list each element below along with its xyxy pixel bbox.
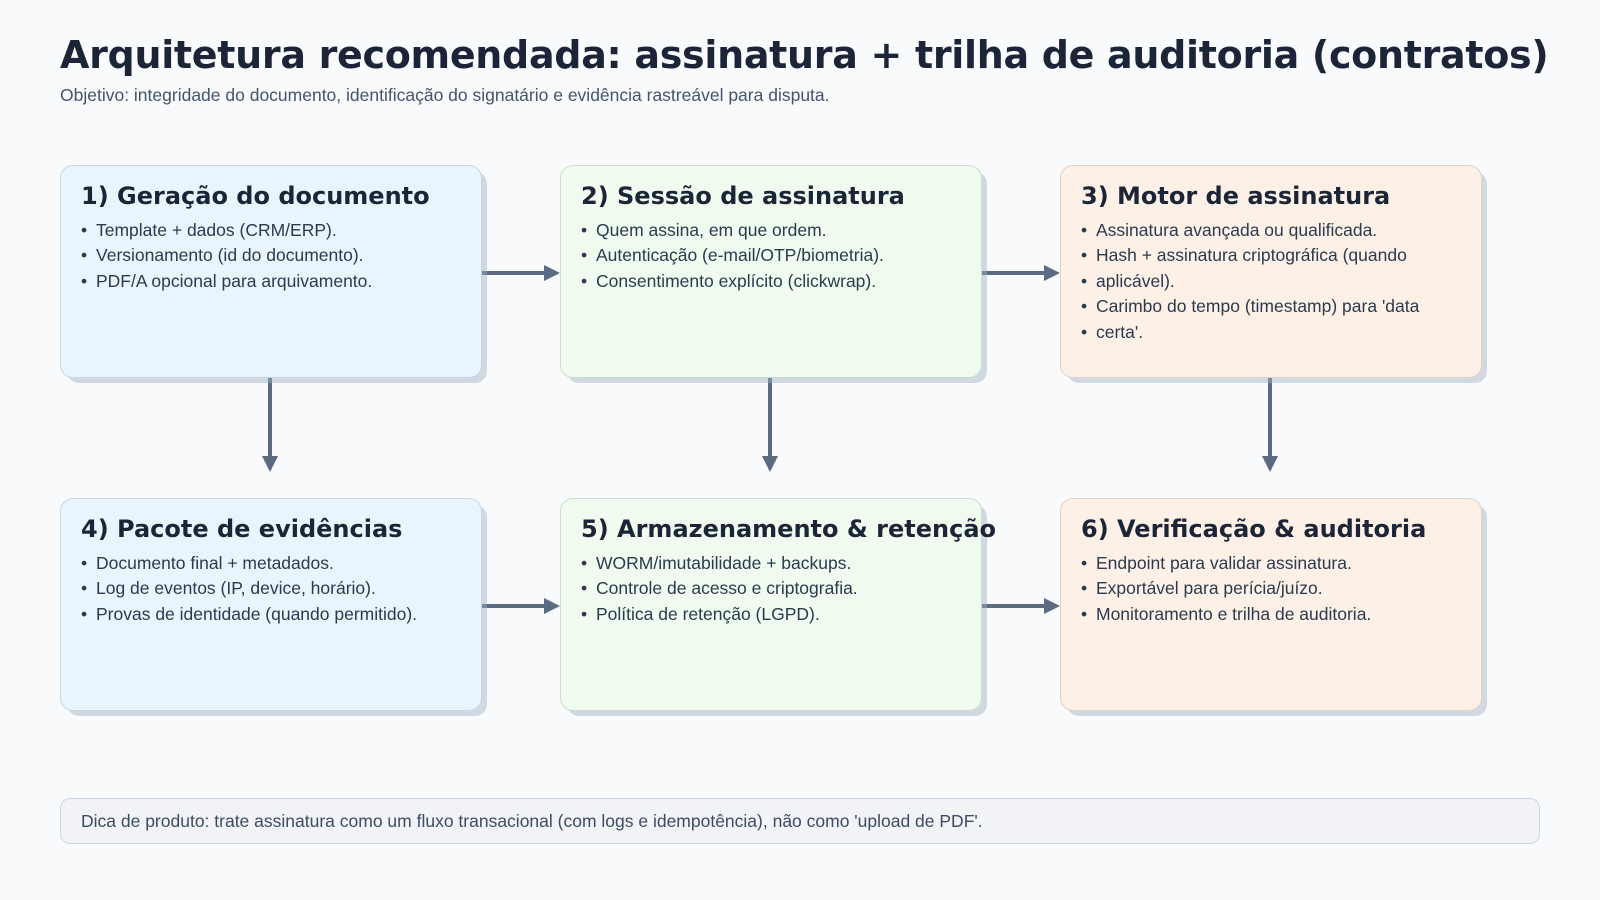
card-1-bullet: PDF/A opcional para arquivamento. [81,269,461,295]
card-2-bullet: Autenticação (e-mail/OTP/biometria). [581,243,961,269]
card-6-title: 6) Verificação & auditoria [1081,515,1427,543]
card-4-bullet: Provas de identidade (quando permitido). [81,602,461,628]
arrow-card5-to-card6 [982,595,1062,617]
card-3-bullet: Hash + assinatura criptográfica (quando [1081,243,1461,269]
flow-card-5-armazenamento-e-retencao[interactable]: 5) Armazenamento & retenção WORM/imutabi… [560,498,996,711]
card-2-bullet: Consentimento explícito (clickwrap). [581,269,961,295]
card-1-bullet-list: Template + dados (CRM/ERP). Versionament… [81,218,461,295]
page-header: Arquitetura recomendada: assinatura + tr… [60,33,1600,106]
page-title: Arquitetura recomendada: assinatura + tr… [60,33,1549,77]
card-6-bullet-list: Endpoint para validar assinatura. Export… [1081,551,1461,628]
arrow-card2-to-card5 [758,378,782,474]
card-3-title: 3) Motor de assinatura [1081,182,1391,210]
arrow-card3-to-card6 [1258,378,1282,474]
card-5-title: 5) Armazenamento & retenção [581,515,996,543]
card-6-bullet: Endpoint para validar assinatura. [1081,551,1461,577]
card-3-bullet: Carimbo do tempo (timestamp) para 'data [1081,294,1461,320]
arrow-card1-to-card4 [258,378,282,474]
card-3-bullet: certa'. [1081,320,1461,346]
card-1-bullet: Versionamento (id do documento). [81,243,461,269]
page-subtitle: Objetivo: integridade do documento, iden… [60,84,830,105]
product-tip-text: Dica de produto: trate assinatura como u… [81,810,983,831]
arrow-card1-to-card2 [482,262,562,284]
arrow-card2-to-card3 [982,262,1062,284]
card-5-bullet: Controle de acesso e criptografia. [581,576,961,602]
card-4-bullet-list: Documento final + metadados. Log de even… [81,551,461,628]
card-6-bullet: Monitoramento e trilha de auditoria. [1081,602,1461,628]
card-4-bullet: Documento final + metadados. [81,551,461,577]
card-5-bullet: Política de retenção (LGPD). [581,602,961,628]
card-4-title: 4) Pacote de evidências [81,515,403,543]
arrow-card4-to-card5 [482,595,562,617]
product-tip-note: Dica de produto: trate assinatura como u… [60,798,1540,844]
flow-card-1-geracao-do-documento[interactable]: 1) Geração do documento Template + dados… [60,165,482,378]
card-4-bullet: Log de eventos (IP, device, horário). [81,576,461,602]
card-1-bullet: Template + dados (CRM/ERP). [81,218,461,244]
card-2-bullet-list: Quem assina, em que ordem. Autenticação … [581,218,961,295]
flow-card-4-pacote-de-evidencias[interactable]: 4) Pacote de evidências Documento final … [60,498,482,711]
card-3-bullet: aplicável). [1081,269,1461,295]
flow-card-2-sessao-de-assinatura[interactable]: 2) Sessão de assinatura Quem assina, em … [560,165,982,378]
card-1-title: 1) Geração do documento [81,182,430,210]
card-5-bullet-list: WORM/imutabilidade + backups. Controle d… [581,551,961,628]
flow-card-3-motor-de-assinatura[interactable]: 3) Motor de assinatura Assinatura avança… [1060,165,1482,378]
card-3-bullet: Assinatura avançada ou qualificada. [1081,218,1461,244]
card-2-bullet: Quem assina, em que ordem. [581,218,961,244]
card-5-bullet: WORM/imutabilidade + backups. [581,551,961,577]
card-2-title: 2) Sessão de assinatura [581,182,905,210]
card-3-bullet-list: Assinatura avançada ou qualificada. Hash… [1081,218,1461,346]
card-6-bullet: Exportável para perícia/juízo. [1081,576,1461,602]
flow-card-6-verificacao-e-auditoria[interactable]: 6) Verificação & auditoria Endpoint para… [1060,498,1482,711]
